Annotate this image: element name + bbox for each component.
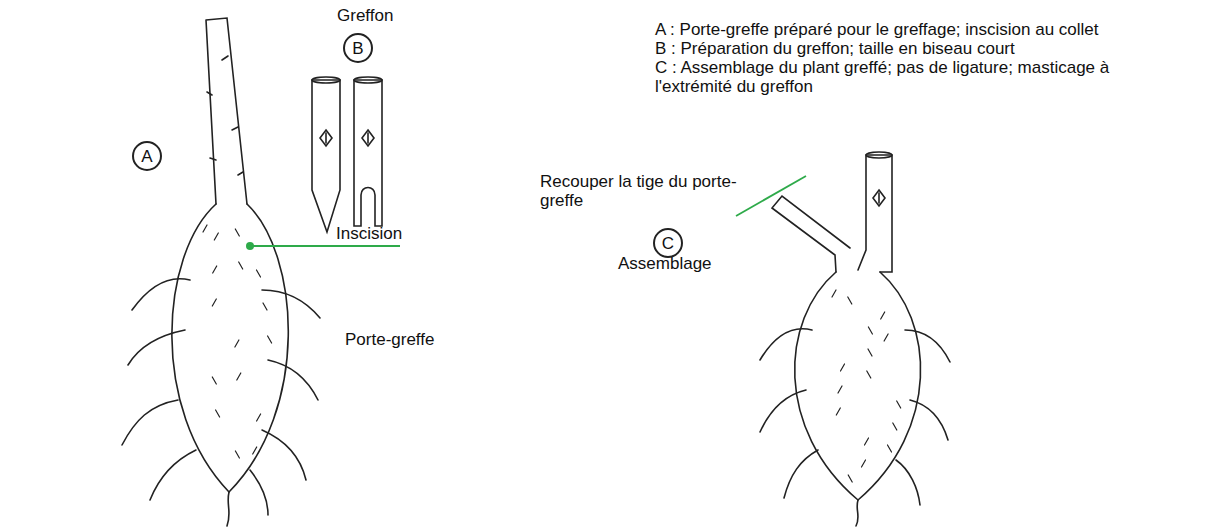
legend-note: B : Préparation du greffon; taille en bi… bbox=[655, 39, 1125, 58]
scion-cleft bbox=[354, 80, 382, 226]
cut-leader bbox=[736, 176, 806, 216]
letter-circle: C bbox=[653, 228, 683, 258]
part-name: Porte-greffe bbox=[345, 330, 434, 349]
rootstock-tuber bbox=[172, 204, 288, 492]
legend-note: A : Porte-greffe préparé pour le greffag… bbox=[655, 20, 1125, 39]
part-name: Inscision bbox=[336, 224, 402, 243]
letter-circle: A bbox=[132, 141, 162, 171]
scion-bevel bbox=[312, 80, 340, 232]
part-name: Greffon bbox=[337, 6, 393, 25]
scion-inserted bbox=[858, 155, 892, 272]
incision-dot bbox=[246, 242, 254, 250]
figure-letter: A bbox=[141, 148, 152, 165]
letter-circle: B bbox=[343, 33, 373, 63]
instruction-note: Recouper la tige du porte-greffe bbox=[540, 172, 740, 210]
incision-leader bbox=[252, 245, 400, 247]
part-name: Assemblage bbox=[618, 254, 712, 273]
roots bbox=[122, 279, 320, 515]
figure-letter: C bbox=[662, 235, 674, 252]
figure-letter: B bbox=[352, 40, 363, 57]
legend-note: C : Assemblage du plant greffé; pas de l… bbox=[655, 58, 1125, 96]
cut-stem bbox=[772, 196, 850, 272]
rootstock-stem bbox=[206, 18, 247, 204]
